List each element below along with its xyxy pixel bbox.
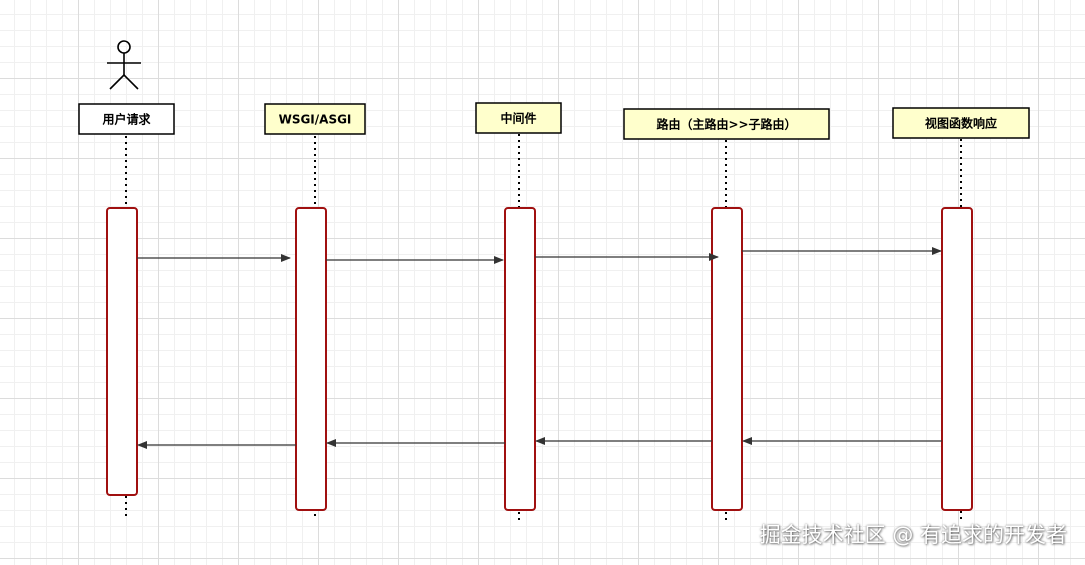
actor-icon — [107, 40, 141, 90]
activation-bar-user — [106, 207, 138, 496]
activation-bar-middleware — [504, 207, 536, 511]
participant-view: 视图函数响应 — [892, 107, 1030, 139]
participant-wsgi: WSGI/ASGI — [264, 103, 366, 135]
participant-box — [892, 107, 1030, 139]
participant-label: 中间件 — [500, 111, 536, 126]
participant-box — [78, 103, 175, 135]
activation-bar-wsgi — [295, 207, 327, 511]
participant-user: 用户请求 — [78, 103, 175, 135]
participant-label: 用户请求 — [101, 112, 151, 127]
participant-label: WSGI/ASGI — [279, 113, 352, 127]
participant-router: 路由（主路由>>子路由） — [623, 108, 830, 140]
activation-bar-view — [941, 207, 973, 511]
participant-label: 视图函数响应 — [925, 116, 997, 131]
participant-label: 路由（主路由>>子路由） — [656, 117, 796, 132]
activation-bar-router — [711, 207, 743, 511]
participant-box — [623, 108, 830, 140]
participant-middleware: 中间件 — [475, 102, 562, 134]
watermark: 掘金技术社区 @ 有追求的开发者 — [759, 523, 1067, 547]
participant-box — [475, 102, 562, 134]
participant-box — [264, 103, 366, 135]
